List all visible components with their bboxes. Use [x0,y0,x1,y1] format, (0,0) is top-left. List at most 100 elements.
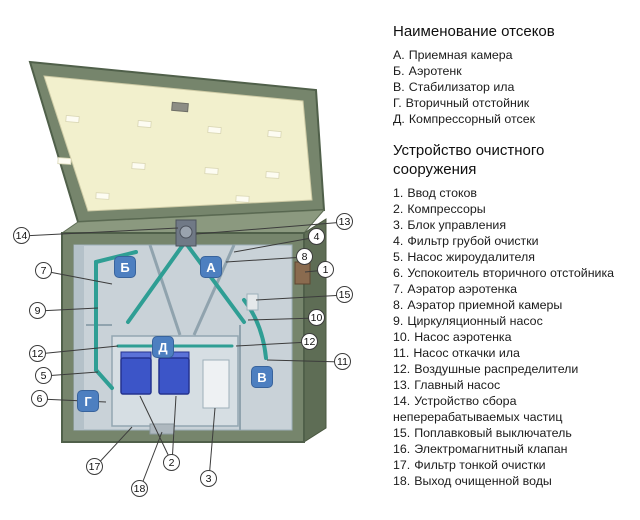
callout-number: 18 [131,480,148,497]
legend-item: 1.Ввод стоков [393,185,639,201]
legend-item-key: Г. [393,96,402,110]
legend-item: 4.Фильтр грубой очистки [393,233,639,249]
compartment-label-a: А [201,257,221,277]
legend-item-text: Главный насос [414,378,501,392]
inlet-fitting [294,261,311,285]
legend-item-text: Устройство сбора неперерабатываемых част… [393,394,563,424]
legend-item-key: 10. [393,330,411,344]
callout-number: 9 [29,302,46,319]
callout-number: 11 [334,353,351,370]
legend-item: Г.Вторичный отстойник [393,95,639,111]
legend-item-text: Вторичный отстойник [405,96,530,110]
legend-item-text: Ввод стоков [407,186,477,200]
legend-item-key: 8. [393,298,404,312]
legend-item: В.Стабилизатор ила [393,79,639,95]
legend-item-text: Циркуляционный насос [407,314,543,328]
callout-number: 13 [336,213,353,230]
callout-number: 14 [13,227,30,244]
legend-item-key: Б. [393,64,405,78]
legend-item-key: 2. [393,202,404,216]
legend-item-text: Воздушные распределители [414,362,579,376]
legend-item-text: Блок управления [407,218,507,232]
legend-item: 8.Аэратор приемной камеры [393,297,639,313]
legend-item: 16.Электромагнитный клапан [393,441,639,457]
legend-item-key: 3. [393,218,404,232]
legend-item: 2.Компрессоры [393,201,639,217]
legend-item: 18.Выход очищенной воды [393,473,639,489]
legend-item-key: 11. [393,346,410,360]
legend-item-key: 12. [393,362,411,376]
callout-number: 8 [296,248,313,265]
legend-item: 11.Насос откачки ила [393,345,639,361]
air-pipes [94,240,268,390]
callout-number: 2 [163,454,180,471]
callout-number: 5 [35,367,52,384]
lid-stiffeners [57,115,282,203]
legend-item-text: Аэротенк [408,64,462,78]
legend-section-compartments: Наименование отсеков А.Приемная камера Б… [393,22,639,127]
legend-item-key: 15. [393,426,411,440]
legend-item-key: 14. [393,394,411,408]
legend-item-text: Стабилизатор ила [408,80,515,94]
legend-item-key: А. [393,48,405,62]
legend-item: 5.Насос жироудалителя [393,249,639,265]
legend-item-key: 18. [393,474,411,488]
legend-item-key: 4. [393,234,404,248]
legend-item: А.Приемная камера [393,47,639,63]
callout-number: 1 [317,261,334,278]
callout-number: 15 [336,286,353,303]
legend-item: 6.Успокоитель вторичного отстойника [393,265,639,281]
legend-item-key: Д. [393,112,405,126]
callout-number: 17 [86,458,103,475]
legend-item-key: 6. [393,266,404,280]
legend-item: 17.Фильтр тонкой очистки [393,457,639,473]
lid-vent [171,101,189,113]
callout-number: 4 [308,228,325,245]
legend-item-text: Выход очищенной воды [414,474,552,488]
legend-item-key: 5. [393,250,404,264]
legend-item: 10.Насос аэротенка [393,329,639,345]
lid [28,60,326,224]
legend-panel: Наименование отсеков А.Приемная камера Б… [393,22,639,489]
legend-item-text: Поплавковый выключатель [414,426,572,440]
float-switch [246,293,259,311]
legend-item-text: Успокоитель вторичного отстойника [407,266,615,280]
legend-item: 7.Аэратор аэротенка [393,281,639,297]
legend-item-key: 9. [393,314,404,328]
legend-item: 3.Блок управления [393,217,639,233]
compartment-label-v: В [252,367,272,387]
legend-item-text: Насос жироудалителя [407,250,535,264]
legend-item: Б.Аэротенк [393,63,639,79]
legend-item-key: 7. [393,282,404,296]
legend-item-key: 16. [393,442,411,456]
legend-item: Д.Компрессорный отсек [393,111,639,127]
main-pump [175,219,197,247]
legend-item-text: Приемная камера [408,48,513,62]
compressors [120,351,190,395]
legend-item: 13.Главный насос [393,377,639,393]
legend-item-text: Компрессорный отсек [408,112,536,126]
compartment-label-g: Г [78,391,98,411]
legend-item: 9.Циркуляционный насос [393,313,639,329]
callout-number: 6 [31,390,48,407]
callout-number: 7 [35,262,52,279]
legend-item-text: Аэратор аэротенка [407,282,518,296]
compartment-label-b: Б [115,257,135,277]
callout-number: 3 [200,470,217,487]
legend-title-devices: Устройство очистного сооружения [393,142,545,178]
legend-item-key: 17. [393,458,411,472]
legend-item-text: Аэратор приемной камеры [407,298,563,312]
legend-item-text: Насос откачки ила [413,346,520,360]
control-box [202,359,230,409]
legend-item-text: Электромагнитный клапан [414,442,568,456]
legend-item-text: Фильтр грубой очистки [407,234,539,248]
legend-item-text: Насос аэротенка [414,330,512,344]
callout-number: 10 [308,309,325,326]
legend-item-key: В. [393,80,405,94]
legend-item-text: Фильтр тонкой очистки [414,458,546,472]
tank-illustration [21,60,346,490]
legend-title-compartments: Наименование отсеков [393,23,555,40]
legend-item-key: 1. [393,186,404,200]
callout-number: 12 [301,333,318,350]
